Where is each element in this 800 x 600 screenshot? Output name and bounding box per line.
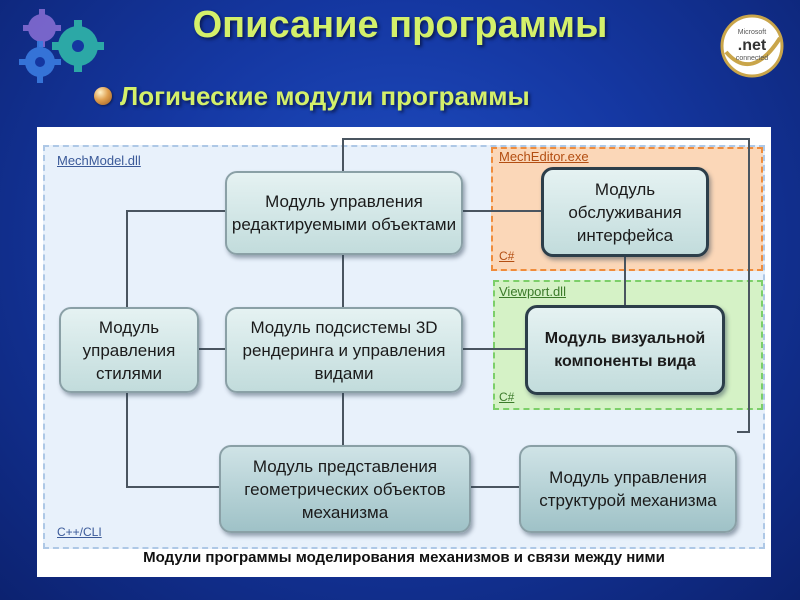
module-styles[interactable]: Модуль управления стилями [59,307,199,393]
diagram-caption: Модули программы моделирования механизмо… [143,549,665,566]
dotnet-connected-logo: Microsoft .net connected [720,14,784,78]
mecheditor-zone-label: MechEditor.exe [499,149,589,164]
connector-edit-styles [126,210,225,307]
module-geometry[interactable]: Модуль представления геометрических объе… [219,445,471,533]
module-rendering[interactable]: Модуль подсистемы 3D рендеринга и управл… [225,307,463,393]
subtitle-row: Логические модули программы [94,78,530,114]
viewport-zone-label: Viewport.dll [499,284,566,299]
module-visual-component[interactable]: Модуль визуальной компоненты вида [525,305,725,395]
slide-subtitle: Логические модули программы [120,80,530,111]
connector-lines [126,138,750,488]
connector-styles-geometry [126,393,219,488]
mechmodel-lang-label: C++/CLI [57,525,102,539]
slide-title: Описание программы [192,4,608,46]
module-editable-objects-label: Модуль управления редактируемыми объекта… [231,192,457,234]
connector-top-loop [342,138,750,433]
bullet-icon [94,87,112,105]
gears-icon [19,9,104,83]
module-rendering-label: Модуль подсистемы 3D рендеринга и управл… [242,317,446,383]
svg-text:.net: .net [738,37,767,54]
module-structure[interactable]: Модуль управления структурой механизма [519,445,737,533]
module-interface-service[interactable]: Модуль обслуживания интерфейса [541,167,709,257]
module-visual-component-label: Модуль визуальной компоненты вида [544,330,706,370]
viewport-lang-label: C# [499,390,515,404]
module-interface-service-label: Модуль обслуживания интерфейса [568,179,682,245]
module-styles-label: Модуль управления стилями [82,317,176,383]
module-structure-label: Модуль управления структурой механизма [539,468,717,510]
mechmodel-zone-label: MechModel.dll [57,153,141,168]
diagram-panel: MechModel.dll MechEditor.exe Viewport.dl… [37,127,771,577]
svg-text:Microsoft: Microsoft [738,29,766,36]
svg-text:connected: connected [736,55,768,62]
module-geometry-label: Модуль представления геометрических объе… [244,456,446,522]
module-editable-objects[interactable]: Модуль управления редактируемыми объекта… [225,171,463,255]
mecheditor-lang-label: C# [499,249,515,263]
